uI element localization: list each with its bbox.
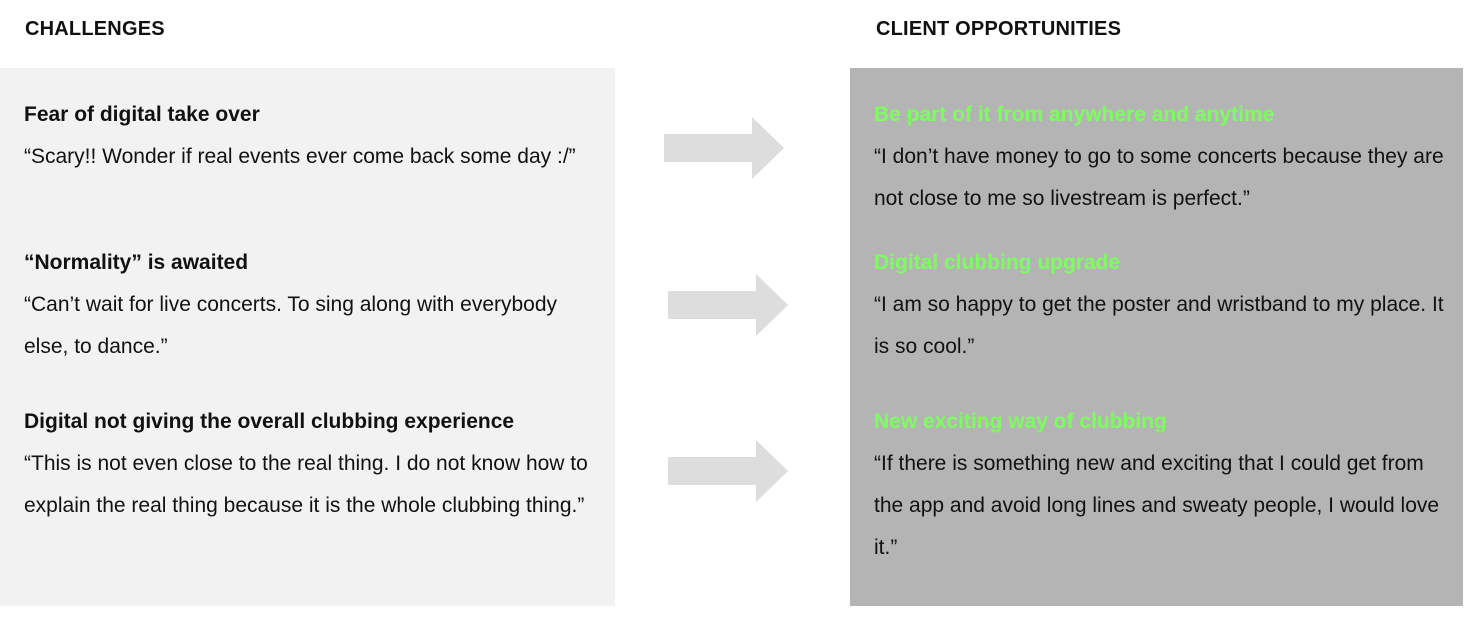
challenge-heading: Digital not giving the overall clubbing … <box>24 410 515 433</box>
challenge-heading: “Normality” is awaited <box>24 251 249 274</box>
opportunity-quote: “I am so happy to get the poster and wri… <box>874 293 1444 358</box>
challenge-item: “Normality” is awaited “Can’t wait for l… <box>24 248 607 368</box>
client-opportunities-panel: Be part of it from anywhere and anytime … <box>850 68 1463 606</box>
arrow-right-icon <box>664 117 784 179</box>
opportunity-heading: New exciting way of clubbing <box>874 410 1167 433</box>
challenge-heading: Fear of digital take over <box>24 103 260 126</box>
arrow-right-icon <box>668 440 788 502</box>
challenge-item: Fear of digital take over “Scary!! Wonde… <box>24 100 607 178</box>
challenge-quote: “Scary!! Wonder if real events ever come… <box>24 145 576 168</box>
opportunity-quote: “I don’t have money to go to some concer… <box>874 145 1444 210</box>
opportunity-item: Be part of it from anywhere and anytime … <box>874 100 1455 220</box>
arrow-right-icon <box>668 274 788 336</box>
challenges-title: CHALLENGES <box>25 18 165 40</box>
opportunity-heading: Be part of it from anywhere and anytime <box>874 103 1275 126</box>
opportunity-item: Digital clubbing upgrade “I am so happy … <box>874 248 1455 368</box>
challenge-quote: “This is not even close to the real thin… <box>24 452 588 517</box>
challenge-quote: “Can’t wait for live concerts. To sing a… <box>24 293 558 358</box>
challenges-panel: Fear of digital take over “Scary!! Wonde… <box>0 68 615 606</box>
opportunity-item: New exciting way of clubbing “If there i… <box>874 407 1455 569</box>
opportunity-quote: “If there is something new and exciting … <box>874 452 1440 559</box>
opportunity-heading: Digital clubbing upgrade <box>874 251 1121 274</box>
client-opportunities-title: CLIENT OPPORTUNITIES <box>876 18 1122 40</box>
challenge-item: Digital not giving the overall clubbing … <box>24 407 607 527</box>
